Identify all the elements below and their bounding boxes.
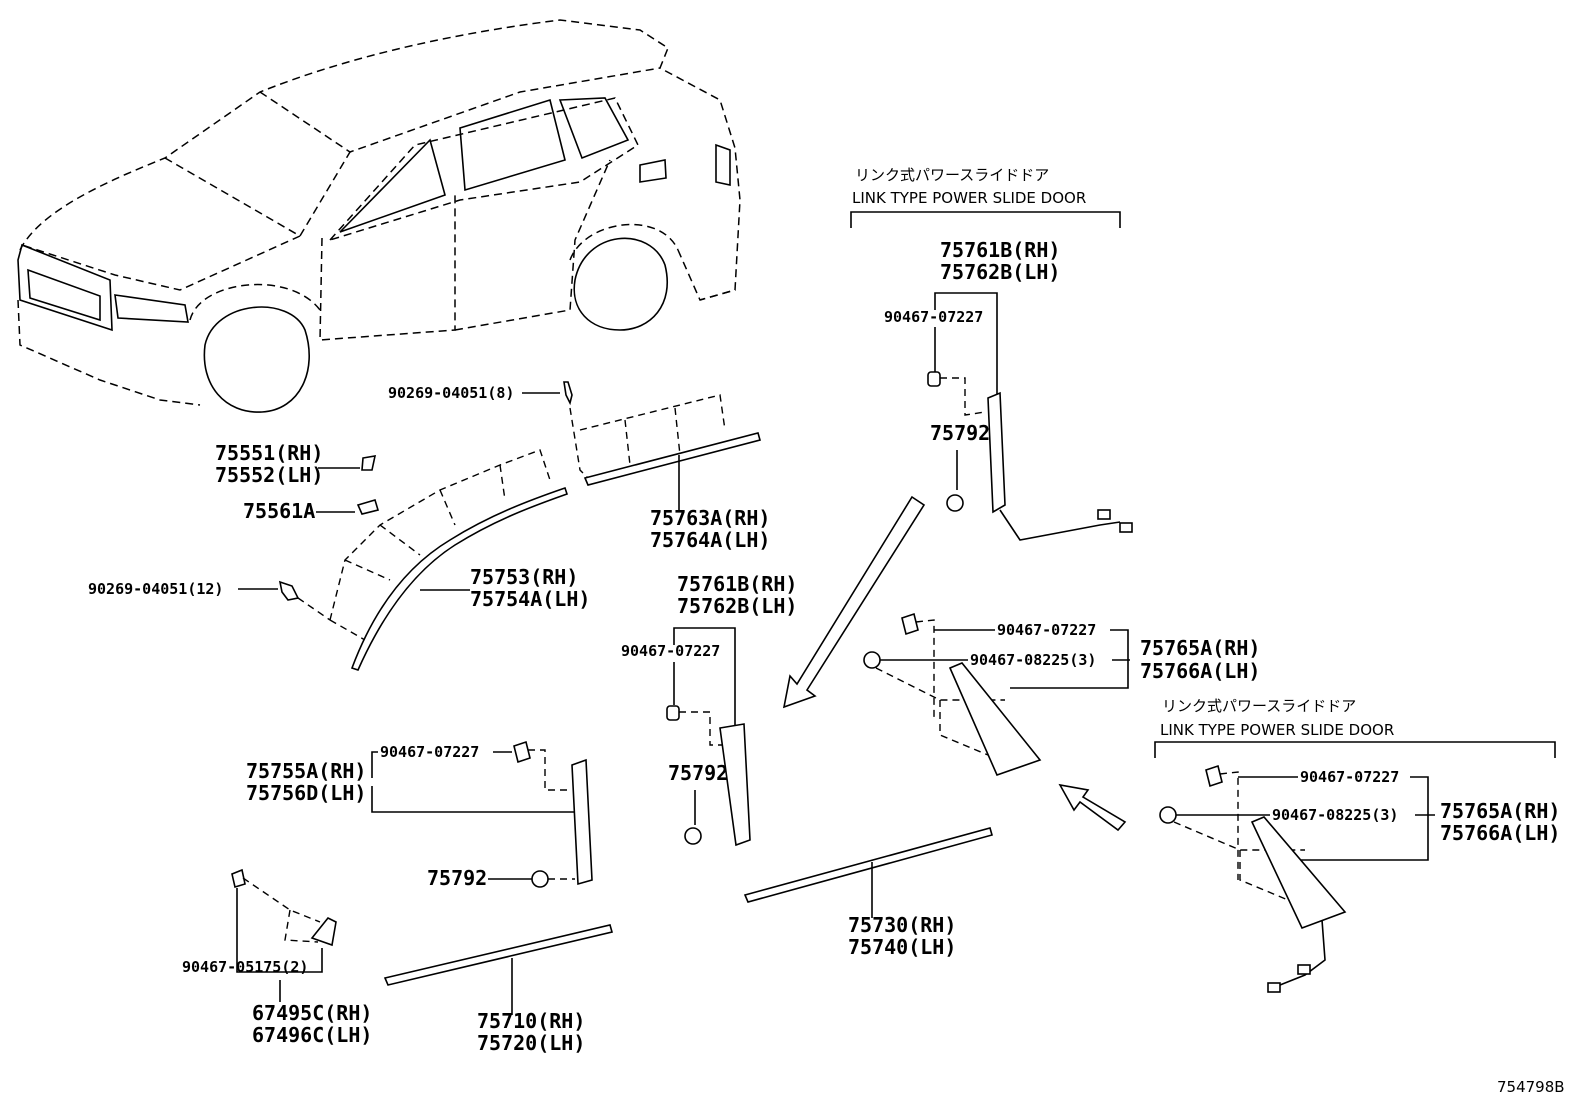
clip-icon — [666, 705, 680, 721]
part-label: 75792 — [427, 866, 487, 890]
part-label: 67495C(RH) — [252, 1001, 372, 1025]
part-label: 75710(RH) — [477, 1009, 585, 1033]
part-label: 75766A(LH) — [1440, 821, 1560, 845]
top-right-group: リンク式パワースライドドア LINK TYPE POWER SLIDE DOOR… — [850, 166, 1133, 541]
front-pillar-group: 75755A(RH) 75756D(LH) 90467-07227 75792 … — [182, 740, 593, 1047]
lower-moulding-group: 75710(RH) 75720(LH) 75730(RH) 75740(LH) — [383, 827, 993, 1055]
part-label: 75740(LH) — [848, 935, 956, 959]
bolt-icon — [863, 651, 881, 669]
part-label: 75552(LH) — [215, 463, 323, 487]
door-trim-triangle-part — [948, 662, 1042, 776]
part-label: 90467-07227 — [380, 743, 479, 761]
part-label: 75755A(RH) — [246, 759, 366, 783]
clip-icon — [356, 499, 380, 515]
part-label: 67496C(LH) — [252, 1023, 372, 1047]
part-label: 75730(RH) — [848, 913, 956, 937]
clip-icon — [1205, 764, 1223, 788]
pillar-garnish-part — [571, 758, 593, 886]
part-label: 75765A(RH) — [1440, 799, 1560, 823]
part-label: 75763A(RH) — [650, 506, 770, 530]
windshield-moulding-part — [350, 486, 569, 671]
part-label: 75766A(LH) — [1140, 659, 1260, 683]
clip-icon — [901, 612, 919, 636]
bolt-icon — [1159, 806, 1177, 824]
part-label: 90467-07227 — [621, 642, 720, 660]
middle-pillar-group: 75761B(RH) 75762B(LH) 90467-07227 75792 — [621, 572, 797, 847]
connector-icon — [1267, 982, 1281, 993]
door-trim-triangle-part — [1250, 816, 1347, 930]
part-label: 75754A(LH) — [470, 587, 590, 611]
part-label: 75762B(LH) — [677, 594, 797, 618]
connector-icon — [1097, 509, 1111, 520]
part-label: 75761B(RH) — [940, 238, 1060, 262]
clip-icon — [927, 371, 941, 387]
part-label: 90467-07227 — [997, 621, 1096, 639]
part-label: 75764A(LH) — [650, 528, 770, 552]
part-label: 90269-04051(8) — [388, 384, 514, 402]
part-label: 75756D(LH) — [246, 781, 366, 805]
clip-icon — [231, 868, 246, 889]
header-jp: リンク式パワースライドドア — [1162, 697, 1356, 715]
direction-arrow-small — [1058, 783, 1127, 832]
clip-icon — [278, 580, 300, 601]
rocker-moulding-rear-part — [743, 827, 993, 903]
connector-icon — [1119, 522, 1133, 533]
roof-moulding-part — [583, 432, 761, 486]
vehicle-illustration — [17, 19, 741, 413]
part-label: 75761B(RH) — [677, 572, 797, 596]
pillar-garnish-part — [987, 391, 1006, 514]
header-en: LINK TYPE POWER SLIDE DOOR — [1160, 721, 1394, 739]
part-label: 75561A — [243, 499, 315, 523]
part-label: 75720(LH) — [477, 1031, 585, 1055]
part-label: 75792 — [668, 761, 728, 785]
pillar-garnish-part — [719, 723, 751, 847]
right-triangle-group-2: リンク式パワースライドドア LINK TYPE POWER SLIDE DOOR… — [1154, 697, 1560, 993]
part-label: 75551(RH) — [215, 441, 323, 465]
direction-arrow — [782, 495, 926, 709]
clip-icon — [361, 455, 377, 471]
header-en: LINK TYPE POWER SLIDE DOOR — [852, 189, 1086, 207]
connector-icon — [1297, 964, 1311, 975]
part-label: 90467-07227 — [884, 308, 983, 326]
rocker-moulding-front-part — [383, 924, 613, 986]
header-jp: リンク式パワースライドドア — [855, 166, 1049, 184]
clip-icon — [513, 740, 531, 764]
part-label: 75792 — [930, 421, 990, 445]
part-label: 75753(RH) — [470, 565, 578, 589]
right-triangle-group-1: 90467-07227 90467-08225(3) 75765A(RH) 75… — [863, 612, 1260, 776]
part-label: 90467-05175(2) — [182, 958, 308, 976]
part-label: 90467-07227 — [1300, 768, 1399, 786]
grommet-icon — [531, 870, 549, 888]
mirror-base-part — [310, 916, 337, 947]
part-label: 90467-08225(3) — [1272, 806, 1398, 824]
part-label: 75765A(RH) — [1140, 636, 1260, 660]
diagram-code: 754798B — [1497, 1078, 1565, 1096]
grommet-icon — [946, 494, 964, 512]
clip-icon — [563, 381, 573, 406]
part-label: 75762B(LH) — [940, 260, 1060, 284]
grommet-icon — [684, 827, 702, 845]
roof-moulding-group: 90269-04051(8) 75763A(RH) 75764A(LH) 755… — [88, 381, 770, 671]
part-label: 90467-08225(3) — [970, 651, 1096, 669]
part-label: 90269-04051(12) — [88, 580, 223, 598]
